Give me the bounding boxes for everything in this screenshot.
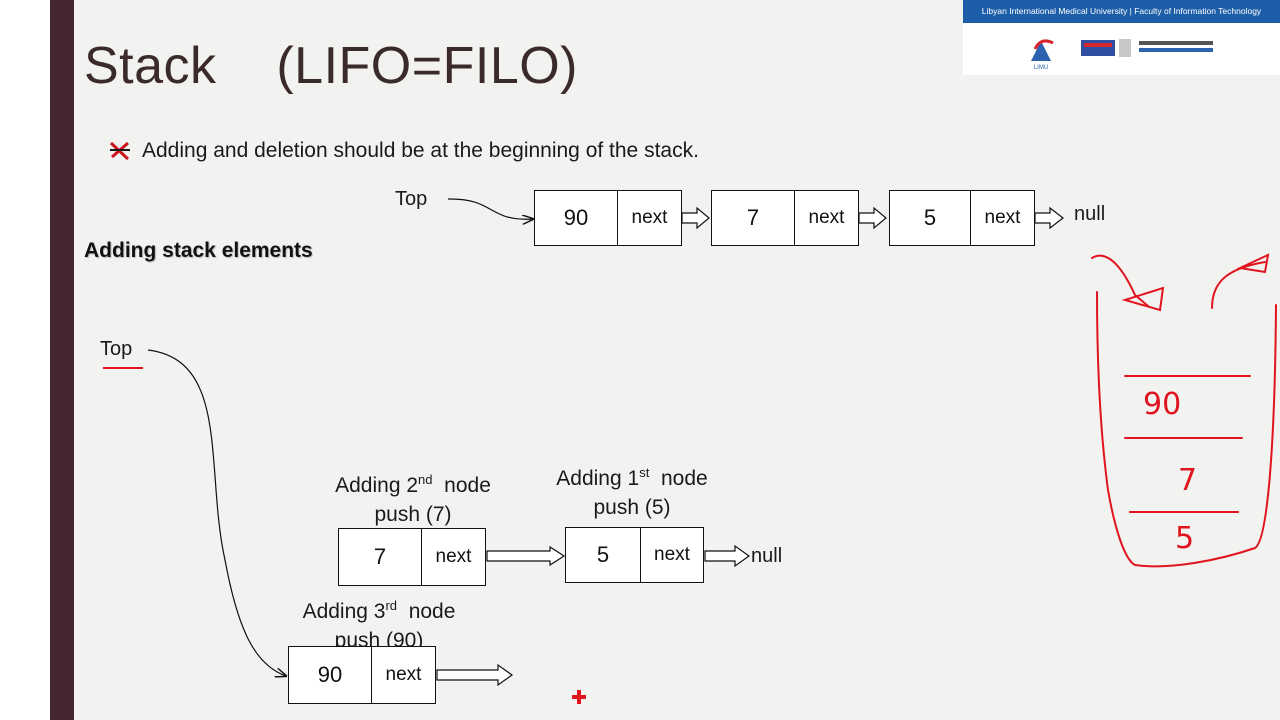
handwritten-value-5: 5 [1175,521,1194,556]
node-next: next [808,207,845,228]
slide-canvas [74,0,1280,720]
node-value: 7 [712,191,795,245]
list-node-7: 7 next [711,190,859,246]
node-value: 5 [566,528,641,582]
logo-lettering: LIMU [1034,65,1048,71]
top-pointer-arrow [447,198,533,219]
list-node-third: 90 next [288,646,436,704]
node-next: next [631,207,668,228]
section-subheading: Adding stack elements [84,239,313,262]
list-node-5: 5 next [889,190,1035,246]
caption-first-node: Adding 1st node push (5) [556,465,708,519]
node-next: next [654,544,690,565]
university-logo-icon: LIMU [1031,39,1213,71]
left-margin [0,0,50,720]
banner-text: Libyan International Medical University … [963,0,1280,23]
top-label: Top [395,188,428,210]
sidebar-accent-bar [50,0,74,720]
next-arrow [681,206,1064,230]
node-next: next [984,207,1021,228]
handwritten-value-90: 90 [1143,387,1181,422]
top-label-bottom: Top [100,338,133,360]
null-label: null [1074,203,1106,225]
top-pointer-curve [147,349,286,676]
bullet-star-icon [109,141,130,161]
node-next: next [385,664,422,685]
bullet-text: Adding and deletion should be at the beg… [142,139,699,162]
handwritten-stack-drawing [1091,253,1277,568]
list-node-second: 7 next [338,528,486,586]
node-value: 7 [339,529,422,585]
list-node-first: 5 next [565,527,704,583]
node-next: next [435,546,472,567]
handwritten-value-7: 7 [1178,463,1197,498]
cursor-plus-icon [572,690,586,704]
caption-second-node: Adding 2nd node push (7) [335,472,491,526]
page-title: Stack (LIFO=FILO) [84,37,578,95]
node-value: 90 [289,647,372,703]
node-value: 5 [890,191,971,245]
university-banner: Libyan International Medical University … [963,0,1280,75]
node-value: 90 [535,191,618,245]
next-arrow-bottom [436,544,751,687]
list-node-90: 90 next [534,190,682,246]
handwritten-values: 90 7 5 [1143,387,1197,556]
null-label-bottom: null [751,545,783,567]
